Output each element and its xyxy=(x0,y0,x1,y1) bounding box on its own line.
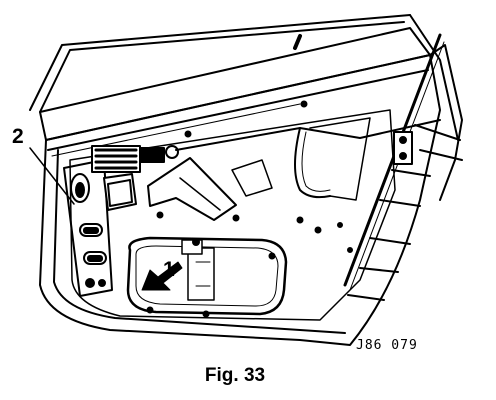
figure-caption-text: Fig. 33 xyxy=(204,365,266,386)
inner-panel xyxy=(63,100,441,321)
reference-code: J86 079 xyxy=(356,338,418,353)
window-frame xyxy=(29,14,459,141)
callout-label-1: 1 xyxy=(163,258,175,281)
access-opening xyxy=(126,236,288,318)
callout-1-arrow xyxy=(141,261,183,291)
callout-label-2: 2 xyxy=(12,125,24,148)
callout-2-leader xyxy=(29,147,75,205)
figure-caption: Fig. 33 xyxy=(0,365,496,387)
door-body xyxy=(39,33,463,346)
